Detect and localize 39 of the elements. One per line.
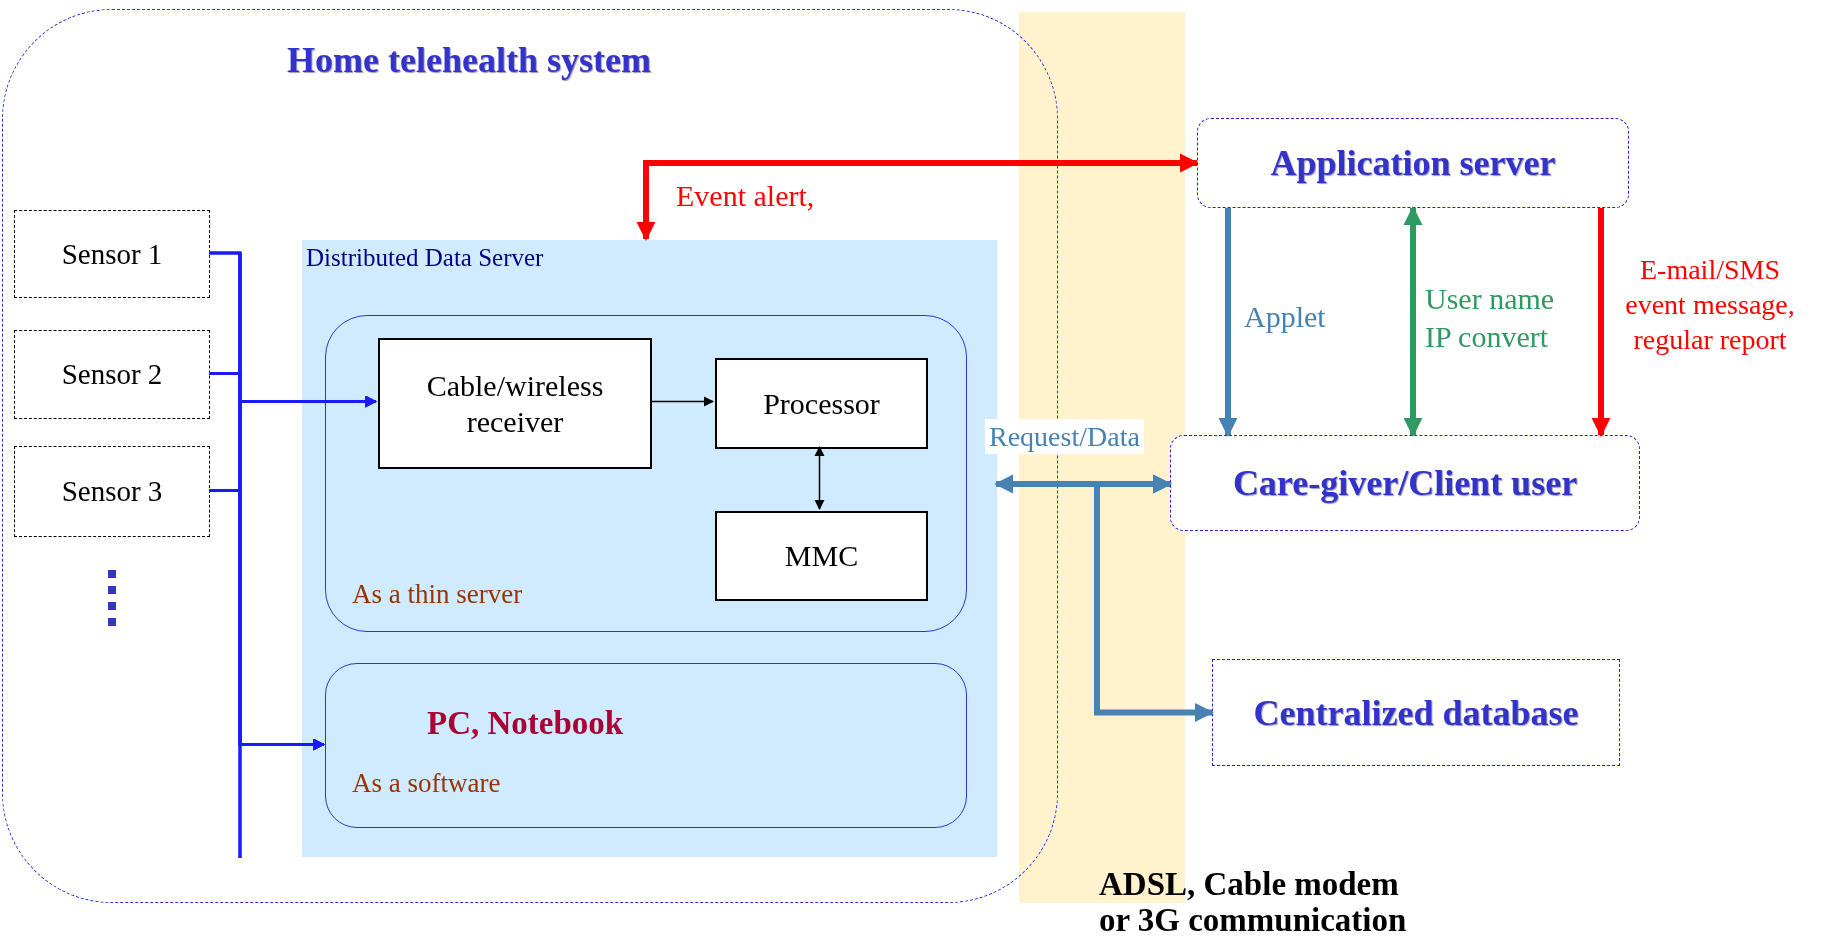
node-label: Cable/wireless receiver <box>425 367 605 440</box>
arrow <box>1218 208 1238 437</box>
edge-label: Request/Data <box>985 419 1144 454</box>
process-box <box>715 358 928 449</box>
database-box <box>1212 659 1620 766</box>
edge-label: User name IP convert <box>1425 281 1556 355</box>
arrow <box>1094 474 1214 723</box>
rounded-box <box>325 315 967 632</box>
rounded-box <box>325 663 967 828</box>
node-label: Application server <box>1270 142 1556 184</box>
band-label: ADSL, Cable modem or 3G communication <box>1099 866 1408 939</box>
arrow <box>649 396 715 407</box>
sensor-box <box>14 446 210 537</box>
process-box <box>715 511 928 601</box>
edge-label: Applet <box>1244 299 1326 335</box>
node-title: PC, Notebook <box>427 705 624 742</box>
node-label: As a software <box>352 767 501 800</box>
node-label: As a thin server <box>352 578 523 611</box>
edge-label: E-mail/SMS event message, regular report <box>1624 253 1796 357</box>
node-label: Sensor 3 <box>61 474 163 509</box>
arrow <box>209 489 326 751</box>
node-label: Care-giver/Client user <box>1232 462 1578 504</box>
process-box <box>378 338 652 469</box>
arrow <box>1403 206 1423 437</box>
server-box <box>1197 118 1629 208</box>
node-label: Processor <box>763 385 880 422</box>
edge-label: Event alert, <box>676 178 815 214</box>
sensor-box <box>14 330 210 419</box>
node-label: Centralized database <box>1253 691 1579 734</box>
arrow <box>1591 208 1611 437</box>
node-label: Sensor 2 <box>61 357 163 392</box>
arrow <box>636 153 1199 241</box>
node-label: MMC <box>784 538 859 574</box>
node-label: Sensor 1 <box>61 236 163 272</box>
node-label: Home telehealth system <box>287 39 651 81</box>
arrow <box>814 445 825 511</box>
panel-label: Distributed Data Server <box>306 243 544 273</box>
sensor-box <box>14 210 210 298</box>
client-box <box>1170 435 1640 531</box>
